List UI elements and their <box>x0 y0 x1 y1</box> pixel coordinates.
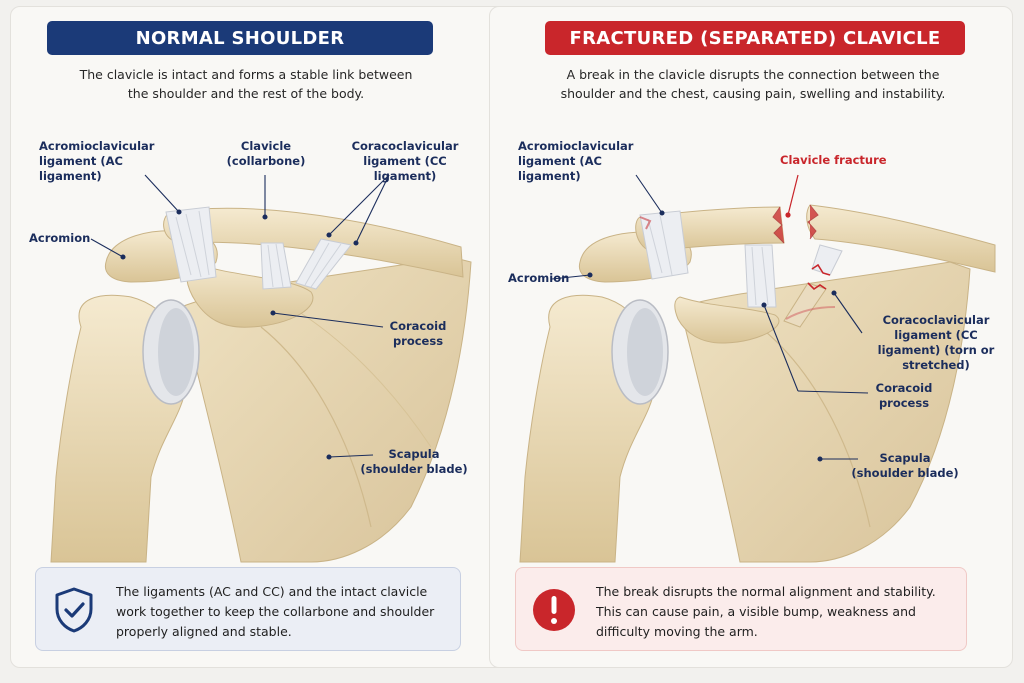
fractured-info-box: The break disrupts the normal alignment … <box>515 567 967 651</box>
label-scapula: Scapula (shoulder blade) <box>851 451 959 480</box>
label-ac-ligament: Acromioclavicular ligament (AC ligament) <box>39 139 155 183</box>
label-clavicle: Clavicle (collarbone) <box>226 139 306 168</box>
cc-ligament-torn-lower <box>783 282 827 328</box>
label-cc-ligament: Coracoclavicular ligament (CC ligament) … <box>877 313 995 372</box>
label-coracoid: Coracoid process <box>389 319 447 348</box>
warning-icon <box>533 589 575 631</box>
label-acromion: Acromion <box>29 231 91 245</box>
normal-intro: The clavicle is intact and forms a stabl… <box>79 67 413 101</box>
clavicle-medial-fragment <box>806 204 996 273</box>
fractured-clavicle-panel: FRACTURED (SEPARATED) CLAVICLE A break i… <box>489 6 1013 668</box>
normal-title: NORMAL SHOULDER <box>47 21 433 55</box>
scapula-bone <box>180 256 472 563</box>
cc-ligament-torn <box>811 244 843 276</box>
label-ac-ligament: Acromioclavicular ligament (AC ligament) <box>518 139 634 183</box>
label-coracoid: Coracoid process <box>875 381 933 410</box>
ac-ligament <box>639 210 689 280</box>
normal-shoulder-panel: NORMAL SHOULDER The clavicle is intact a… <box>10 6 511 668</box>
normal-info-box: The ligaments (AC and CC) and the intact… <box>35 567 461 651</box>
coracoid-bone <box>674 296 780 344</box>
label-cc-ligament: Coracoclavicular ligament (CC ligament) <box>351 139 459 183</box>
normal-info-text: The ligaments (AC and CC) and the intact… <box>116 584 435 639</box>
label-scapula: Scapula (shoulder blade) <box>360 447 468 476</box>
label-clavicle-fracture: Clavicle fracture <box>780 153 887 167</box>
label-acromion: Acromion <box>508 271 570 285</box>
shield-check-icon <box>55 587 93 633</box>
cc-ligament-trapezoid <box>260 242 292 290</box>
fractured-intro: A break in the clavicle disrupts the con… <box>560 67 946 101</box>
fractured-title: FRACTURED (SEPARATED) CLAVICLE <box>545 21 965 55</box>
fractured-clavicle-illustration <box>519 174 996 563</box>
normal-shoulder-illustration <box>50 174 472 563</box>
cc-ligament-trapezoid <box>744 244 777 308</box>
fractured-info-text: The break disrupts the normal alignment … <box>596 584 936 639</box>
